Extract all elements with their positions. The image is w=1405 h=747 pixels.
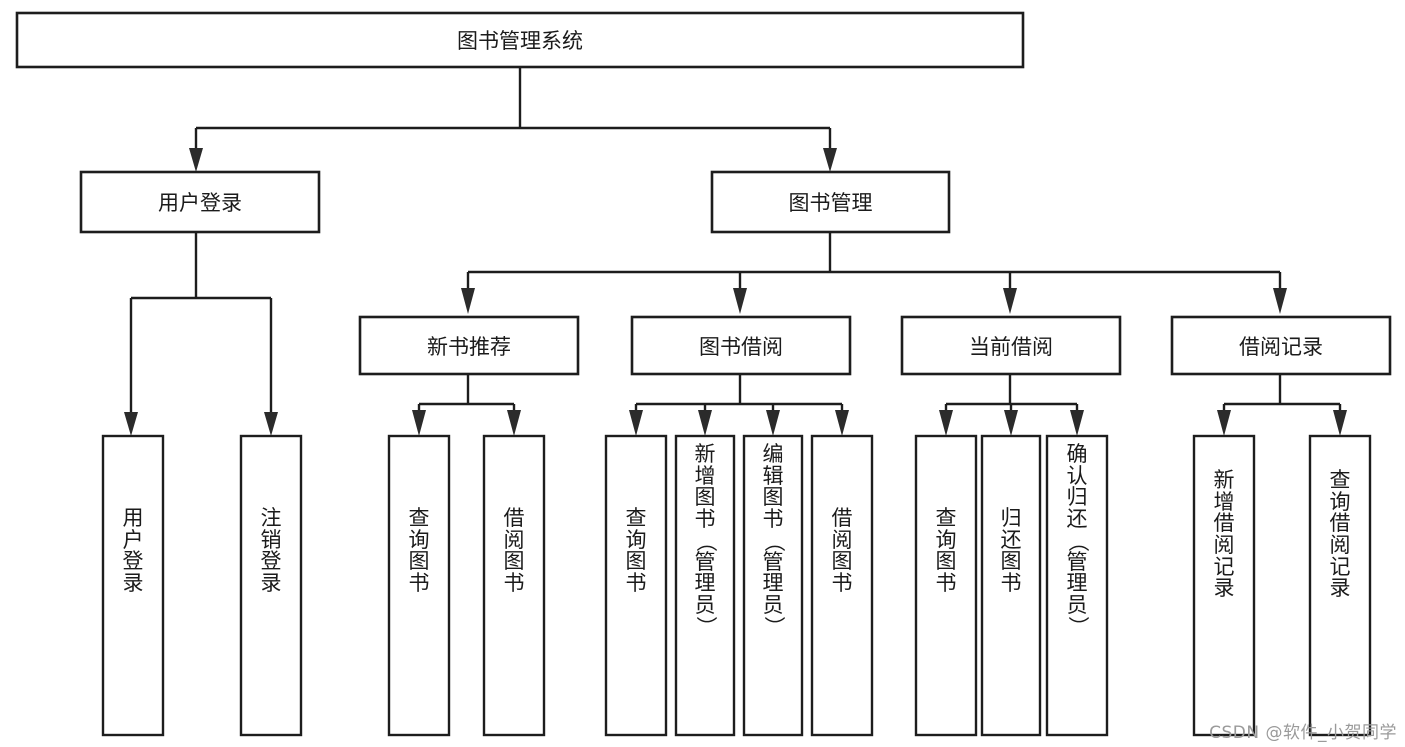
connector-group-book-borrow	[629, 374, 849, 436]
arrow-head-leaf-borrow-books-2	[835, 410, 849, 436]
arrow-head-current-borrow	[1003, 288, 1017, 314]
arrow-head-leaf-edit-book-admin	[766, 410, 780, 436]
arrow-head-leaf-query-borrow-record	[1333, 410, 1347, 436]
connector-group-book-management	[461, 232, 1287, 314]
arrow-head-new-book-recommend	[461, 288, 475, 314]
node-book-management-box[interactable]	[710, 170, 951, 234]
arrow-head-leaf-query-books-2	[629, 410, 643, 436]
node-leaf-query-books-1-box[interactable]	[387, 434, 451, 737]
arrow-head-leaf-user-login	[124, 412, 138, 436]
node-leaf-add-book-admin-box[interactable]	[674, 434, 736, 737]
node-leaf-borrow-books-2-box[interactable]	[810, 434, 874, 737]
node-leaf-user-login-box[interactable]	[101, 434, 165, 737]
arrow-head-leaf-add-book-admin	[698, 410, 712, 436]
arrow-head-leaf-logout	[264, 412, 278, 436]
node-borrow-record-box[interactable]	[1170, 315, 1392, 376]
arrow-head-borrow-record	[1273, 288, 1287, 314]
arrow-head-book-borrow	[733, 288, 747, 314]
arrow-head-leaf-return-book	[1004, 410, 1018, 436]
node-leaf-borrow-books-1-box[interactable]	[482, 434, 546, 737]
node-leaf-return-book-box[interactable]	[980, 434, 1042, 737]
connector-group-root	[189, 67, 837, 172]
node-leaf-logout-box[interactable]	[239, 434, 303, 737]
node-user-login-box[interactable]	[79, 170, 321, 234]
connector-group-new-book-recommend	[412, 374, 521, 436]
node-leaf-query-books-2-box[interactable]	[604, 434, 668, 737]
node-root-box[interactable]	[15, 11, 1025, 69]
arrow-head-leaf-query-books-1	[412, 410, 426, 436]
node-new-book-recommend-box[interactable]	[358, 315, 580, 376]
node-leaf-confirm-return-admin-box[interactable]	[1045, 434, 1109, 737]
node-book-borrow-box[interactable]	[630, 315, 852, 376]
node-leaf-query-books-3-box[interactable]	[914, 434, 978, 737]
node-leaf-query-borrow-record-box[interactable]	[1308, 434, 1372, 737]
arrow-head-user-login	[189, 148, 203, 172]
arrow-head-leaf-borrow-books-1	[507, 410, 521, 436]
node-leaf-add-borrow-record-box[interactable]	[1192, 434, 1256, 737]
arrow-head-leaf-confirm-return-admin	[1070, 410, 1084, 436]
connector-group-user-login	[124, 232, 278, 436]
connector-group-current-borrow	[939, 374, 1084, 436]
arrow-head-book-management	[823, 148, 837, 172]
arrow-head-leaf-query-books-3	[939, 410, 953, 436]
connector-group-borrow-record	[1217, 374, 1347, 436]
node-current-borrow-box[interactable]	[900, 315, 1122, 376]
node-leaf-edit-book-admin-box[interactable]	[742, 434, 804, 737]
arrow-head-leaf-add-borrow-record	[1217, 410, 1231, 436]
csdn-watermark: CSDN @软件_小贺同学	[1209, 723, 1397, 743]
